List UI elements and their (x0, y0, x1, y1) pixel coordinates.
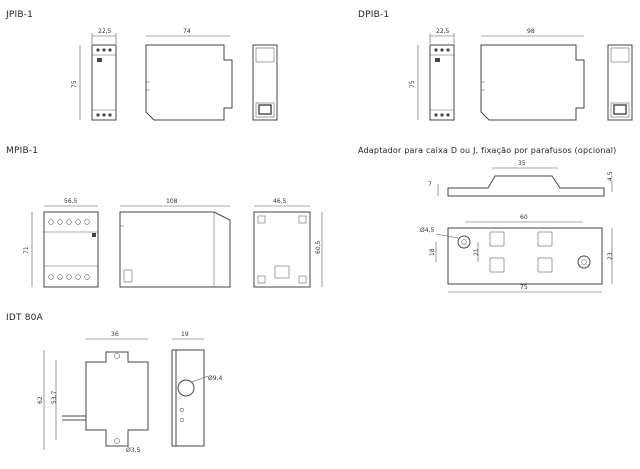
ad-right-height-label: 4,5 (607, 171, 614, 181)
idt-side-width-label: 19 (181, 331, 189, 338)
title-dpib: DPIB-1 (358, 10, 390, 20)
idt-width-label: 36 (111, 331, 119, 338)
ad-h1-label: 18 (429, 248, 436, 256)
mpib-end-view: 46,5 60,5 (253, 198, 323, 288)
jpib-depth-label: 74 (183, 28, 191, 35)
jpib-side-view: 74 (145, 28, 233, 121)
ad-h3-label: 23 (607, 252, 614, 260)
mpib-side-height-label: 60,5 (315, 240, 322, 254)
mpib-side-width-label: 46,5 (273, 198, 287, 205)
ad-inner-width-label: 60 (520, 214, 528, 221)
dpib-end-view (607, 44, 633, 121)
title-adaptador: Adaptador para caixa D ou J, fixação por… (358, 146, 617, 155)
mpib-height-label: 71 (23, 246, 30, 254)
ad-total-width-label: 75 (520, 284, 528, 291)
adaptador-top-view: 60 Ø4,5 18 21 23 75 (420, 214, 614, 293)
jpib-height-label: 75 (71, 80, 78, 88)
dpib-width-label: 22,5 (436, 28, 450, 35)
dpib-front-view: 22,5 75 (409, 28, 455, 121)
mpib-width-label: 56,5 (64, 198, 78, 205)
title-mpib: MPIB-1 (6, 146, 39, 156)
title-idt: IDT 80A (6, 313, 43, 323)
ad-top-width-label: 35 (518, 160, 526, 167)
ad-hole-label: Ø4,5 (420, 227, 434, 234)
dpib-height-label: 75 (409, 80, 416, 88)
idt-front-view: 36 62 53,7 Ø3,5 (37, 331, 149, 454)
dpib-side-view: 98 (480, 28, 585, 121)
idt-side-view: 19 Ø9,4 (171, 331, 222, 447)
idt-h2-label: 53,7 (51, 390, 58, 404)
jpib-width-label: 22,5 (98, 28, 112, 35)
idt-h1-label: 62 (37, 396, 44, 404)
idt-big-hole-label: Ø9,4 (208, 375, 222, 382)
jpib-end-view (252, 44, 278, 121)
title-jpib: JPIB-1 (6, 10, 34, 20)
ad-h2-label: 21 (473, 248, 480, 256)
mpib-depth-label: 108 (166, 198, 178, 205)
ad-left-height-label: 7 (428, 181, 432, 188)
idt-small-hole-label: Ø3,5 (126, 447, 140, 454)
mpib-front-view: 56,5 71 (23, 198, 99, 288)
dpib-depth-label: 98 (527, 28, 535, 35)
jpib-front-view: 22,5 75 (71, 28, 117, 121)
adaptador-side-view: 35 7 4,5 (428, 160, 614, 197)
mpib-side-view: 108 (119, 198, 231, 288)
